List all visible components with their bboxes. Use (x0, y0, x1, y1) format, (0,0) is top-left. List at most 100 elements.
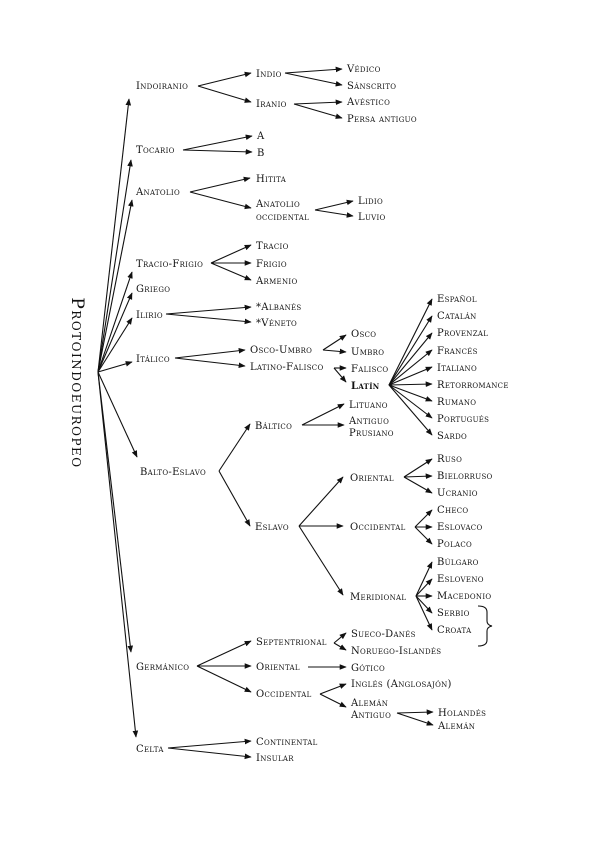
node-avestico: Avéstico (346, 97, 390, 108)
edge (322, 348, 347, 355)
node-oriental-eslavo: Oriental (350, 473, 394, 484)
edge (97, 292, 133, 373)
node-veneto: *Véneto (256, 318, 297, 329)
edge (182, 134, 253, 151)
node-griego: Griego (136, 284, 170, 295)
node-bulgaro: Búlgaro (437, 557, 479, 568)
node-checo: Checo (437, 505, 468, 516)
node-balto-eslavo: Balto-Eslavo (140, 467, 206, 478)
edge (218, 423, 251, 472)
node-tracio-frigio: Tracio-Frigio (136, 259, 203, 270)
edge (197, 85, 252, 103)
node-latin: Latín (351, 381, 380, 392)
edge (298, 476, 344, 527)
node-occidental-eslavo: Occidental (350, 522, 406, 533)
node-tocario: Tocario (136, 145, 175, 156)
node-portugues: Portugués (437, 414, 489, 425)
edge (167, 747, 252, 760)
node-armenio: Armenio (255, 276, 298, 287)
edge (388, 332, 433, 386)
node-insular: Insular (256, 753, 294, 764)
serbo-croata-brace (477, 605, 493, 647)
node-oriental-germanico: Oriental (256, 662, 300, 673)
node-holandes: Holandés (438, 708, 486, 719)
edge (189, 176, 251, 193)
node-polaco: Polaco (437, 539, 472, 550)
edge (333, 367, 347, 383)
node-septentrional: Septentrional (256, 637, 327, 648)
edge (403, 458, 433, 478)
node-sanscrito: Sánscrito (347, 81, 396, 92)
edge (165, 313, 252, 325)
edge (97, 361, 133, 373)
edge (197, 71, 252, 87)
node-tocario-b: B (257, 148, 265, 159)
edge (97, 159, 133, 373)
node-gotico: Gótico (351, 663, 385, 674)
edge (415, 595, 433, 614)
edge (396, 709, 434, 715)
edge (333, 642, 347, 651)
node-indoiranio: Indoiranio (136, 81, 188, 92)
node-falisco: Falisco (351, 364, 388, 375)
node-meridional: Meridional (350, 592, 406, 603)
edge (333, 632, 347, 644)
node-serbio: Serbio (437, 608, 470, 619)
edge (97, 371, 139, 738)
edge (403, 476, 433, 494)
node-aleman-antiguo-line2: Antiguo (350, 710, 391, 721)
node-latino-falisco: Latino-Falisco (250, 362, 324, 373)
edge (298, 525, 344, 596)
edge (293, 103, 343, 119)
node-continental: Continental (256, 737, 318, 748)
edge (415, 578, 433, 597)
node-rumano: Rumano (437, 397, 476, 408)
tree-edges (97, 66, 434, 760)
node-bielorruso: Bielorruso (437, 471, 493, 482)
edge (314, 199, 354, 211)
edge (174, 357, 246, 369)
node-sardo: Sardo (437, 431, 467, 442)
edge (388, 384, 433, 402)
node-ucranio: Ucranio (437, 488, 478, 499)
edge (415, 595, 433, 631)
node-luvio: Luvio (358, 212, 386, 223)
node-tocario-a: A (256, 131, 265, 142)
edge (388, 298, 433, 386)
node-lituano: Lituano (349, 400, 388, 411)
node-osco: Osco (351, 329, 376, 340)
node-tracio: Tracio (256, 241, 289, 252)
edge (174, 347, 246, 359)
node-retorromance: Retorromance (437, 380, 509, 391)
node-labels: Indoiranio Indio Védico Sánscrito Iranio… (135, 64, 509, 764)
edge (182, 149, 253, 155)
edge (196, 665, 252, 693)
node-eslavo: Eslavo (255, 522, 289, 533)
edge (414, 509, 433, 528)
node-antiguo-prusiano: Antiguo (348, 416, 389, 427)
edge (415, 561, 433, 597)
node-vedico: Védico (346, 64, 381, 75)
edge (388, 384, 433, 419)
edge (97, 371, 138, 458)
edge (210, 244, 252, 264)
node-noruego-islandes: Noruego-Islandés (351, 646, 441, 657)
edge (314, 209, 354, 218)
node-ilirio: Ilirio (136, 310, 163, 321)
edge (218, 470, 251, 527)
edge (210, 262, 252, 281)
edge (97, 271, 133, 373)
node-antiguo-prusiano-line2: Prusiano (349, 428, 394, 439)
node-provenzal: Provenzal (437, 328, 488, 339)
node-osco-umbro: Osco-Umbro (250, 345, 312, 356)
node-espanol: Español (437, 294, 477, 305)
node-umbro: Umbro (351, 347, 384, 358)
node-albanes: *Albanés (256, 302, 302, 313)
edge (322, 334, 347, 351)
edge (97, 199, 134, 373)
node-germanico: Germánico (136, 662, 189, 673)
edge (97, 317, 133, 373)
node-italiano: Italiano (437, 363, 477, 374)
node-aleman-antiguo: Alemán (350, 698, 388, 709)
